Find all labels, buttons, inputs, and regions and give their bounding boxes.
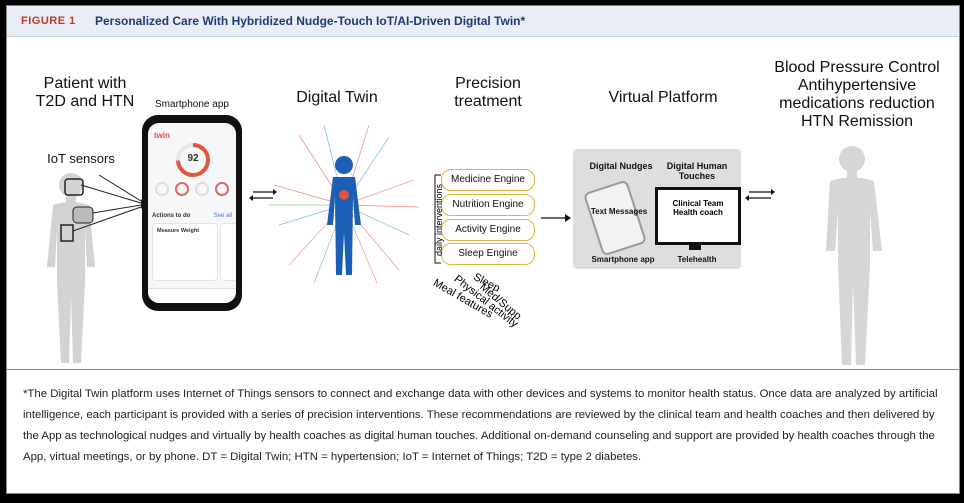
- arrow-platform-outcome: [745, 189, 775, 201]
- clinical-team-label: Clinical Team: [672, 199, 724, 208]
- digital-human-touches-label: Digital Human Touches: [655, 161, 739, 181]
- digital-nudges-label: Digital Nudges: [589, 161, 653, 171]
- health-coach-label: Health coach: [673, 208, 723, 217]
- sleep-engine: Sleep Engine: [441, 243, 535, 265]
- remission-silhouette: [826, 146, 882, 365]
- action-card-title: Measure Weight: [157, 228, 200, 234]
- patient-title-line1: Patient with: [43, 75, 127, 92]
- see-all-link[interactable]: See all: [213, 213, 232, 219]
- figure-frame: FIGURE 1 Personalized Care With Hybridiz…: [6, 5, 960, 494]
- outcomes-text: Blood Pressure Control Antihypertensive …: [759, 59, 955, 131]
- precision-title-line2: treatment: [454, 93, 522, 110]
- figure-caption: *The Digital Twin platform uses Internet…: [23, 388, 938, 463]
- action-card-next[interactable]: [220, 223, 236, 281]
- app-brand: twin: [154, 131, 170, 140]
- smartphone-device: twin 92 Actions to do See all Measure We…: [142, 115, 242, 311]
- arrow-phone-twin: [249, 189, 277, 201]
- smartphone-screen: twin 92 Actions to do See all Measure We…: [148, 123, 236, 303]
- actions-label: Actions to do: [152, 213, 191, 219]
- smartphone-app-platform-label: Smartphone app: [591, 255, 655, 264]
- diagram-area: Patient with T2D and HTN IoT sensors Sma…: [7, 37, 959, 373]
- patient-title-line2: T2D and HTN: [35, 93, 135, 110]
- activity-engine: Activity Engine: [441, 219, 535, 241]
- virtual-platform-title: Virtual Platform: [608, 89, 718, 106]
- text-messages-label: Text Messages: [590, 207, 648, 216]
- digital-twin-graphic: [269, 125, 419, 284]
- outcome-antihypertensive: Antihypertensive: [797, 77, 917, 94]
- telehealth-monitor: Clinical Team Health coach: [655, 187, 741, 245]
- smartphone-app-label: Smartphone app: [155, 99, 229, 110]
- digital-human-touches-line1: Digital Human: [666, 161, 728, 171]
- arrow-precision-platform: [541, 214, 571, 222]
- score-value: 92: [187, 153, 199, 164]
- monitor-stand: [689, 244, 701, 250]
- iot-sensors-label: IoT sensors: [47, 151, 115, 166]
- outcome-medication-reduction: medications reduction: [779, 95, 935, 112]
- medicine-engine: Medicine Engine: [441, 169, 535, 191]
- engines-bracket: [434, 174, 441, 264]
- outcome-htn-remission: HTN Remission: [800, 113, 913, 130]
- figure-label: FIGURE 1: [21, 15, 76, 27]
- precision-treatment-title: Precision treatment: [433, 75, 543, 111]
- nutrition-engine: Nutrition Engine: [441, 194, 535, 216]
- patient-title: Patient with T2D and HTN: [25, 75, 145, 111]
- caption-area: *The Digital Twin platform uses Internet…: [7, 369, 959, 494]
- app-nav-bar: [148, 288, 236, 303]
- digital-human-touches-line2: Touches: [678, 171, 716, 181]
- telehealth-label: Telehealth: [677, 255, 717, 264]
- metric-dials: [155, 182, 229, 196]
- score-ring: [176, 143, 210, 177]
- digital-twin-label: Digital Twin: [296, 89, 378, 106]
- iot-sensor-devices: [60, 174, 144, 242]
- action-card[interactable]: Measure Weight: [152, 223, 218, 281]
- precision-title-line1: Precision: [455, 75, 521, 92]
- figure-header: FIGURE 1 Personalized Care With Hybridiz…: [7, 6, 959, 37]
- outcome-bp-control: Blood Pressure Control: [774, 59, 940, 76]
- figure-title: Personalized Care With Hybridized Nudge-…: [95, 14, 526, 28]
